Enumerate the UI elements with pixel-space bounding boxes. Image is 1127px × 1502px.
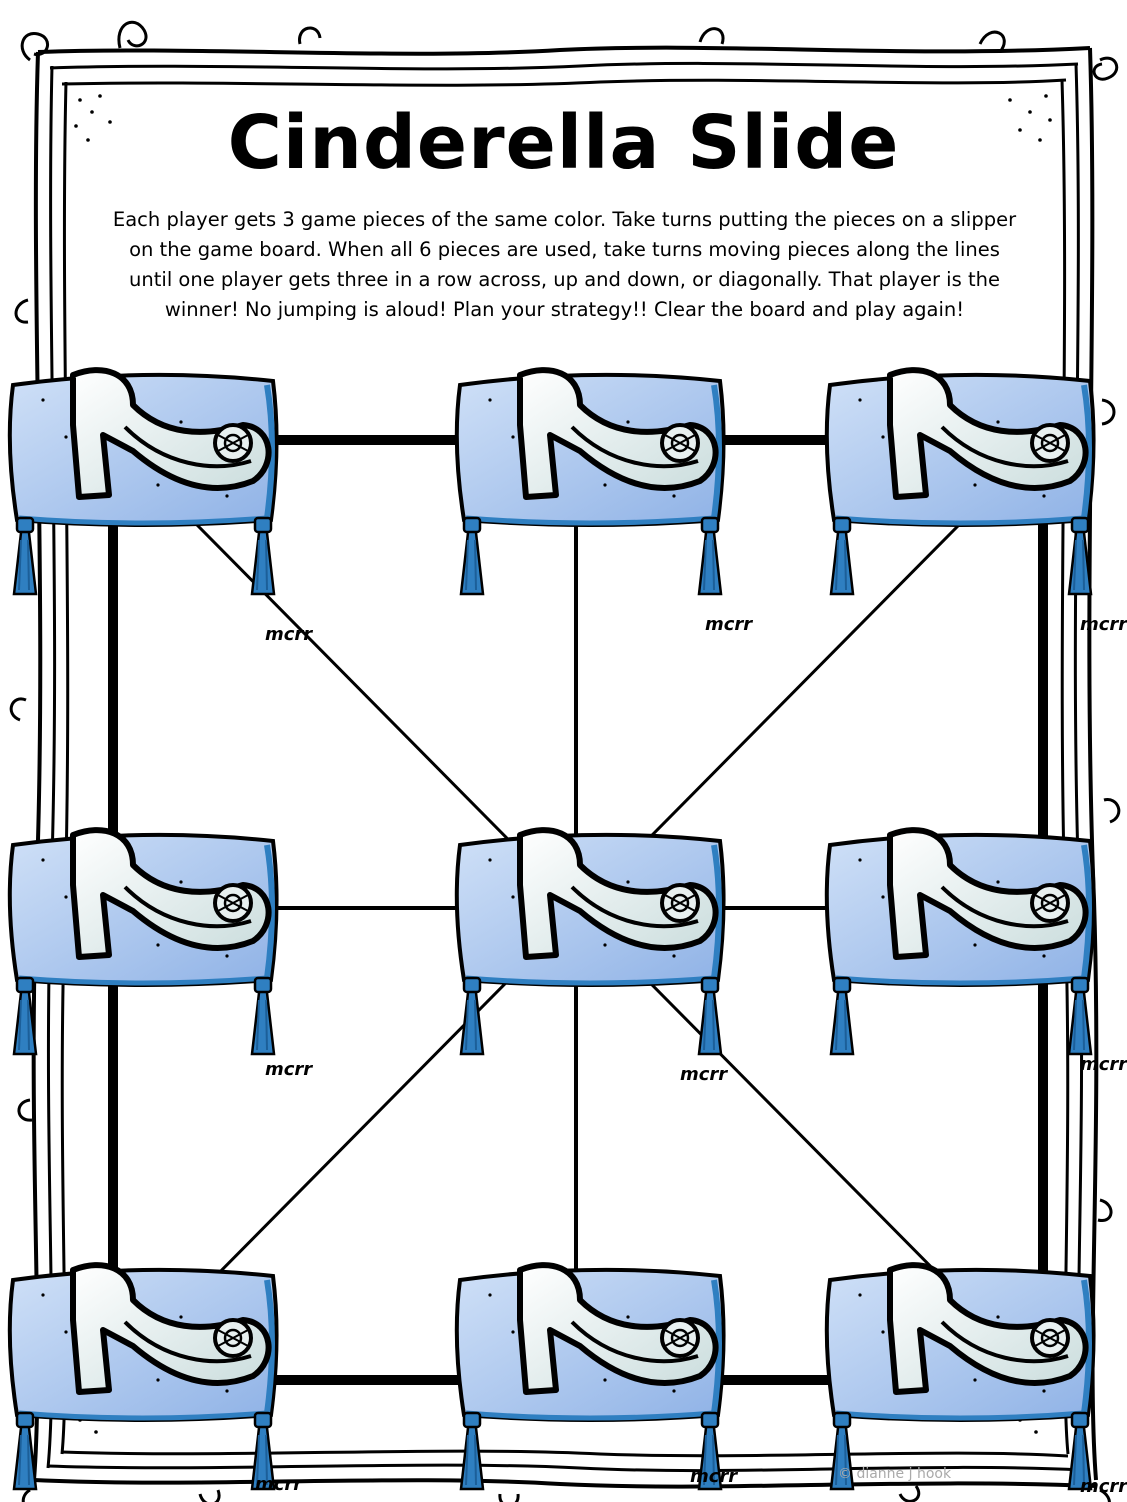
game-instructions: Each player gets 3 game pieces of the sa… bbox=[112, 208, 1017, 321]
board-slot-top-right[interactable] bbox=[824, 367, 1096, 596]
artist-signature: mcrr bbox=[1080, 614, 1127, 635]
artist-signature: mcrr bbox=[705, 614, 753, 635]
board-slot-bottom-right[interactable] bbox=[824, 1262, 1096, 1491]
artist-signature: mcrr bbox=[265, 624, 313, 645]
board-slot-middle-right[interactable] bbox=[824, 827, 1096, 1056]
board-slot-bottom-middle[interactable] bbox=[454, 1262, 726, 1491]
glass-slipper-icon bbox=[70, 827, 272, 960]
board-slot-middle-left[interactable] bbox=[7, 827, 279, 1056]
copyright-credit: © dianne j hook bbox=[838, 1466, 952, 1482]
board-slot-center[interactable] bbox=[454, 827, 726, 1056]
artist-signature: mcrr bbox=[255, 1474, 303, 1495]
glass-slipper-icon bbox=[887, 367, 1089, 500]
board-slot-bottom-left[interactable] bbox=[7, 1262, 279, 1491]
glass-slipper-icon bbox=[70, 367, 272, 500]
artist-signature: mcrr bbox=[690, 1466, 738, 1487]
artist-signature: mcrr bbox=[265, 1059, 313, 1080]
board-slot-top-middle[interactable] bbox=[454, 367, 726, 596]
glass-slipper-icon bbox=[517, 1262, 719, 1395]
glass-slipper-icon bbox=[887, 827, 1089, 960]
artist-signature: mcrr bbox=[1080, 1054, 1127, 1075]
glass-slipper-icon bbox=[517, 827, 719, 960]
glass-slipper-icon bbox=[517, 367, 719, 500]
glass-slipper-icon bbox=[887, 1262, 1089, 1395]
glass-slipper-icon bbox=[70, 1262, 272, 1395]
artist-signature: mcrr bbox=[1080, 1476, 1127, 1497]
page-title: Cinderella Slide bbox=[227, 100, 900, 186]
board-slot-top-left[interactable] bbox=[7, 367, 279, 596]
artist-signature: mcrr bbox=[680, 1064, 728, 1085]
